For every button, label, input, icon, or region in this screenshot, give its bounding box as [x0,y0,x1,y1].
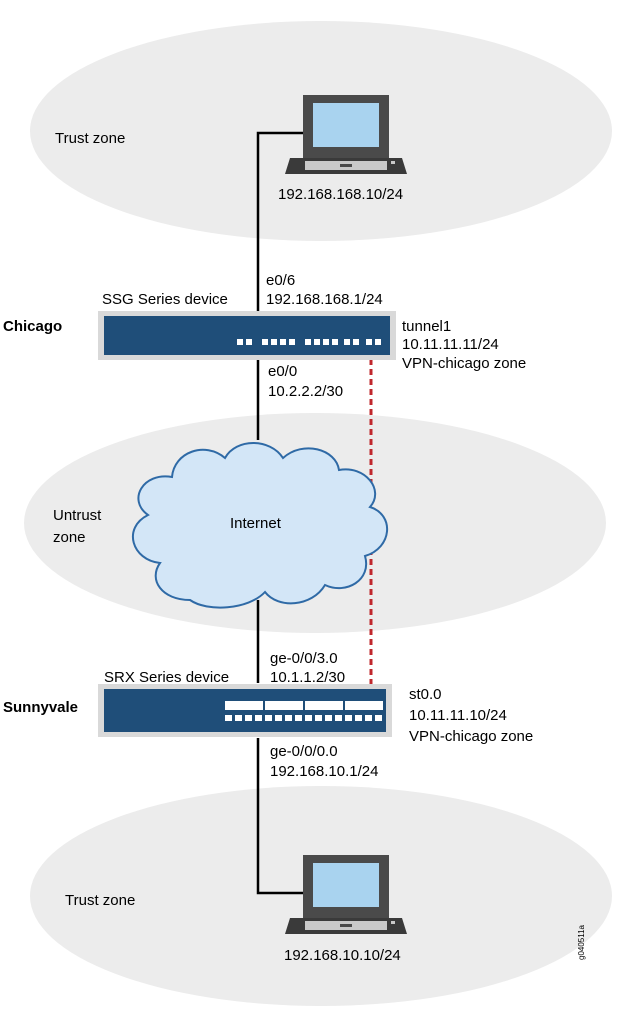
link-sunnyvale-to-bottom-host [256,738,303,895]
device-ports [237,339,381,345]
laptop-led [391,921,395,924]
sunnyvale-tunnel-zone-label: VPN-chicago zone [409,728,533,745]
chicago-lan-ip-label: 192.168.168.1/24 [266,291,383,308]
laptop-led [391,161,395,164]
sunnyvale-srx-device-icon [98,684,392,737]
laptop-screen [313,103,379,147]
device-body [104,316,390,355]
network-links [256,131,303,895]
device-ports-top [225,701,383,710]
internet-label: Internet [230,515,282,532]
sunnyvale-wan-ip-label: 10.1.1.2/30 [270,669,345,686]
chicago-device-label: SSG Series device [102,291,228,308]
link-top-host-to-chicago [256,131,303,312]
top-host-ip-label: 192.168.168.10/24 [278,186,403,203]
laptop-button [340,164,352,167]
untrust-zone-label-line1: Untrust [53,507,102,524]
sunnyvale-site-label: Sunnyvale [3,699,78,716]
device-body [104,689,386,732]
chicago-tunnel-zone-label: VPN-chicago zone [402,355,526,372]
top-trust-zone-label: Trust zone [55,130,125,147]
bottom-host-ip-label: 192.168.10.10/24 [284,947,401,964]
bottom-trust-zone-label: Trust zone [65,892,135,909]
sunnyvale-tunnel-interface-label: st0.0 [409,686,442,703]
sunnyvale-device-label: SRX Series device [104,669,229,686]
untrust-zone-label-line2: zone [53,529,86,546]
sunnyvale-wan-interface-label: ge-0/0/3.0 [270,650,338,667]
laptop-button [340,924,352,927]
laptop-screen [313,863,379,907]
sunnyvale-tunnel-ip-label: 10.11.11.10/24 [409,707,507,724]
chicago-ssg-device-icon [98,311,396,360]
bottom-host-laptop-icon [285,855,407,934]
chicago-lan-interface-label: e0/6 [266,272,295,289]
chicago-wan-interface-label: e0/0 [268,363,297,380]
chicago-tunnel-ip-label: 10.11.11.11/24 [402,336,499,353]
figure-id-label: g040511a [577,924,586,960]
chicago-wan-ip-label: 10.2.2.2/30 [268,383,343,400]
chicago-tunnel-interface-label: tunnel1 [402,318,451,335]
sunnyvale-lan-ip-label: 192.168.10.1/24 [270,763,378,780]
sunnyvale-lan-interface-label: ge-0/0/0.0 [270,743,338,760]
device-ports-bottom [225,715,382,721]
chicago-site-label: Chicago [3,318,62,335]
top-host-laptop-icon [285,95,407,174]
internet-cloud [131,442,388,609]
